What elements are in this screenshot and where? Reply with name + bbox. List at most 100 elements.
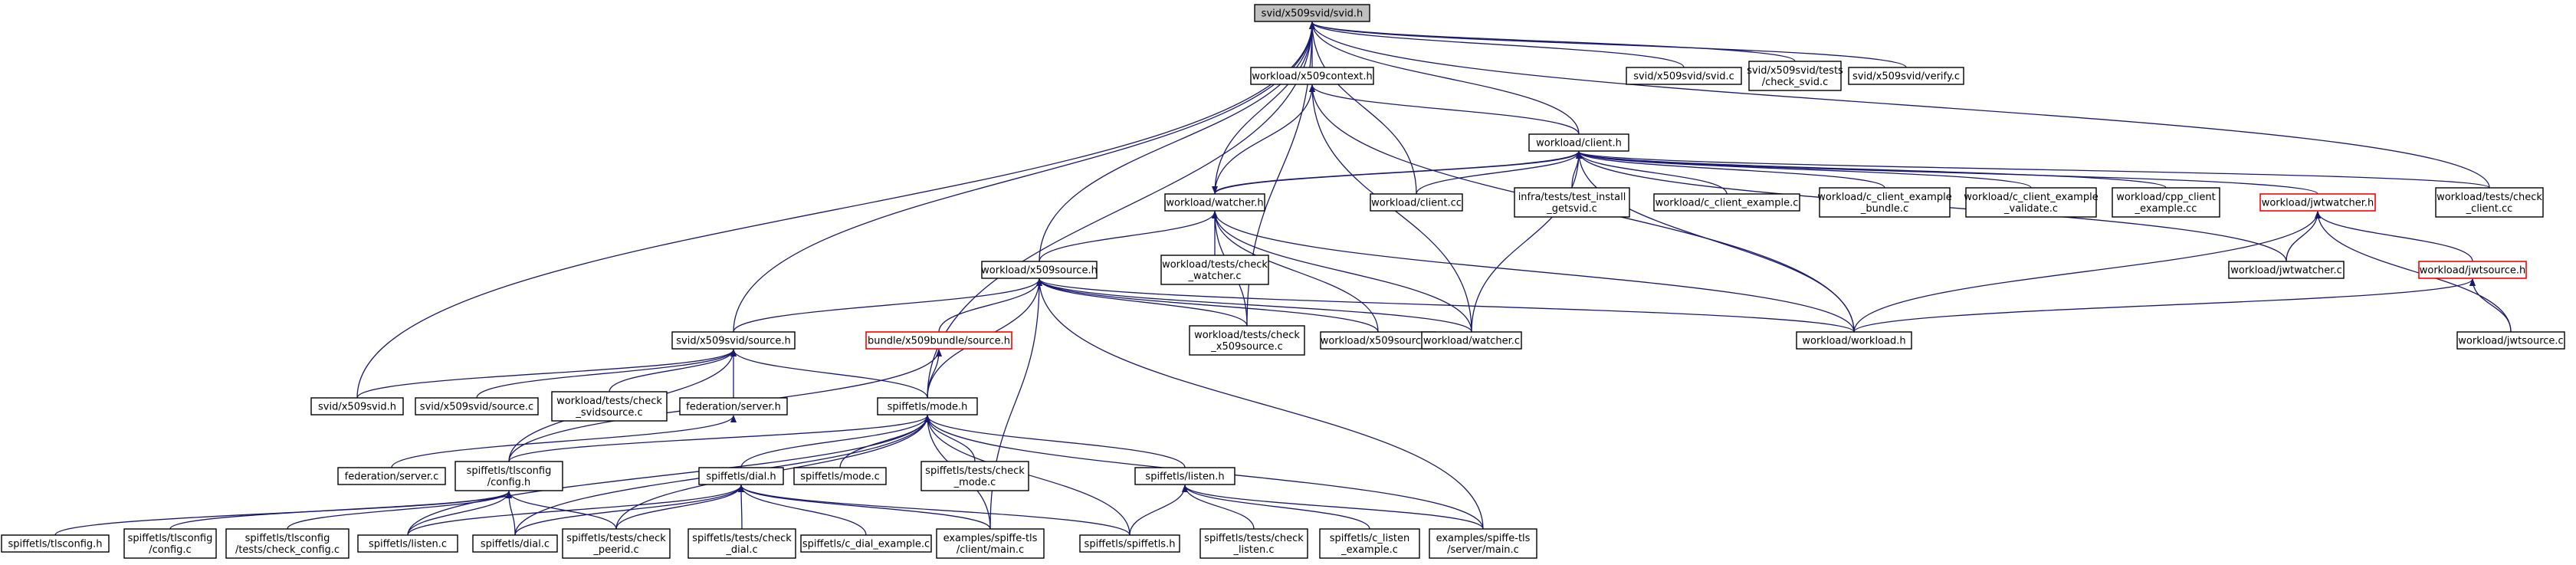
graph-node-workload-h[interactable]: workload/workload.h [1796,331,1912,350]
graph-node-bundle-source-h[interactable]: bundle/x509bundle/source.h [865,331,1012,350]
node-box [698,467,784,485]
edge-bundle-source-h-to-x509source-h [938,278,1042,333]
edge-check-client-cc-to-svid-h [1309,21,2490,189]
edge-check-svidsource-c-to-svid-source-h [609,349,737,393]
graph-node-check-config-c[interactable]: spiffetls/tlsconfig/tests/check_config.c [225,528,349,559]
node-label: _dial.c [725,544,757,556]
graph-node-listen-c[interactable]: spiffetls/listen.c [357,534,458,553]
graph-node-federation-server-c[interactable]: federation/server.c [337,467,446,485]
graph-node-tlsconfig-h[interactable]: spiffetls/tlsconfig.h [1,534,110,553]
graph-node-x509svid-h[interactable]: svid/x509svid.h [310,397,404,416]
node-box [1421,331,1522,350]
edge-listen-c-to-tlsconfig-config-h [407,491,512,536]
node-box [1250,67,1374,85]
node-label: spiffetls/tlsconfig [467,465,552,477]
edge-client-main-c-to-x509source-h [989,278,1042,530]
node-label: _svidsource.c [575,407,642,419]
edge-client-h-to-x509context-h [1309,84,1580,135]
graph-node-check-mode-c[interactable]: spiffetls/tests/check_mode.c [920,461,1029,491]
graph-node-mode-h[interactable]: spiffetls/mode.h [877,397,978,416]
graph-node-dial-c[interactable]: spiffetls/dial.c [472,534,558,553]
node-label: spiffetls/c_dial_example.c [802,539,930,550]
graph-node-svid-c[interactable]: svid/x509svid/svid.c [1626,67,1742,85]
node-label: /config.c [149,544,191,556]
edge-jwtsource-c-to-jwtsource-h [2469,278,2512,333]
graph-node-client-main-c[interactable]: examples/spiffe-tls/client/main.c [936,528,1045,559]
graph-node-dial-h[interactable]: spiffetls/dial.h [698,467,784,485]
node-box [123,528,217,559]
edge-server-main-c-to-listen-h [1182,485,1484,530]
edge-jwtsource-c-to-jwtwatcher-h [2315,211,2512,333]
graph-node-svid-source-h[interactable]: svid/x509svid/source.h [671,331,796,350]
graph-node-check-listen-c[interactable]: spiffetls/tests/check_listen.c [1199,528,1308,559]
graph-node-check-peerid-c[interactable]: spiffetls/tests/check_peerid.c [562,528,671,559]
edge-x509svid-h-to-svid-source-h [356,349,737,399]
node-label: /check_svid.c [1762,77,1829,88]
node-label: svid/x509svid/source.h [676,336,790,347]
graph-node-x509context-h[interactable]: workload/x509context.h [1250,67,1374,85]
edge-dial-c-to-dial-h [514,485,744,536]
node-label: federation/server.c [345,471,439,483]
node-box [1848,67,1964,85]
graph-node-tlsconfig-config-h[interactable]: spiffetls/tlsconfig/config.h [454,461,563,491]
edge-watcher-c-to-client-h [1471,151,1582,333]
node-box [1164,193,1265,212]
node-label: spiffetls/tests/check [566,533,666,544]
graph-node-listen-h[interactable]: spiffetls/listen.h [1134,467,1235,485]
node-label: _validate.c [2003,203,2058,215]
graph-node-server-main-c[interactable]: examples/spiffe-tls/server/main.c [1429,528,1537,559]
node-box [671,331,796,350]
graph-node-client-h[interactable]: workload/client.h [1528,133,1629,152]
graph-node-cpp-client[interactable]: workload/cpp_client_example.cc [2112,187,2220,218]
graph-node-check-dial-c[interactable]: spiffetls/tests/check_dial.c [687,528,796,559]
edge-watcher-h-to-svid-h [1214,21,1315,195]
node-box [920,461,1029,491]
graph-node-c-client-validate[interactable]: workload/c_client_example_validate.c [1964,187,2099,218]
node-label: workload/jwtsource.h [2420,265,2526,277]
node-label: workload/c_client_example [1964,192,2098,203]
graph-node-c-client-bundle[interactable]: workload/c_client_example_bundle.c [1817,187,1952,218]
graph-node-c-client-example[interactable]: workload/c_client_example.c [1653,193,1800,212]
node-label: /config.h [487,477,531,488]
graph-node-c-dial-example[interactable]: spiffetls/c_dial_example.c [800,534,932,553]
graph-node-check-x509source-c[interactable]: workload/tests/check_x509source.c [1189,325,1305,356]
graph-node-verify-c[interactable]: svid/x509svid/verify.c [1848,67,1964,85]
graph-node-check-svidsource-c[interactable]: workload/tests/check_svidsource.c [551,391,668,422]
graph-node-check-svid-c[interactable]: svid/x509svid/tests/check_svid.c [1747,61,1843,91]
node-label: workload/jwtsource.c [2458,336,2563,347]
graph-node-mode-c[interactable]: spiffetls/mode.c [793,467,887,485]
graph-node-svid-source-c[interactable]: svid/x509svid/source.c [415,397,539,416]
edge-jwtwatcher-h-to-client-h [1576,151,2318,195]
edge-watcher-h-to-x509context-h [1214,84,1315,195]
node-label: workload/workload.h [1802,336,1905,347]
graph-node-jwtsource-h[interactable]: workload/jwtsource.h [2418,261,2527,279]
node-box [454,461,563,491]
graph-node-test-install[interactable]: infra/tests/test_install_getsvid.c [1514,187,1630,218]
graph-node-tlsconfig-config-c[interactable]: spiffetls/tlsconfig/config.c [123,528,217,559]
graph-edges [54,21,2512,536]
edge-watcher-c-to-watcher-h [1212,211,1472,333]
node-label: federation/server.h [686,402,781,413]
graph-node-jwtwatcher-h[interactable]: workload/jwtwatcher.h [2259,193,2376,212]
graph-node-watcher-h[interactable]: workload/watcher.h [1164,193,1265,212]
graph-node-jwtsource-c[interactable]: workload/jwtsource.c [2456,331,2565,350]
node-label: spiffetls/mode.h [888,402,968,413]
graph-node-x509source-h[interactable]: workload/x509source.h [981,261,1098,279]
edge-client-cc-to-svid-h [1309,21,1417,195]
graph-node-check-client-cc[interactable]: workload/tests/check_client.cc [2435,187,2544,218]
edge-check-peerid-c-to-dial-h [615,485,744,530]
graph-node-watcher-c[interactable]: workload/watcher.c [1421,331,1522,350]
node-box [1528,133,1629,152]
graph-node-spiffetls-h[interactable]: spiffetls/spiffetls.h [1079,534,1180,553]
edge-workload-h-to-x509source-h [1036,278,1855,333]
graph-node-svid-h[interactable]: svid/x509svid/svid.h [1254,4,1370,22]
graph-node-client-cc[interactable]: workload/client.cc [1370,193,1463,212]
graph-node-x509source-c[interactable]: workload/x509source.c [1320,331,1436,350]
graph-node-c-listen-example[interactable]: spiffetls/c_listen_example.c [1319,528,1420,559]
graph-node-federation-server-h[interactable]: federation/server.h [679,397,788,416]
graph-node-jwtwatcher-c[interactable]: workload/jwtwatcher.c [2228,261,2345,279]
node-label: _x509source.c [1210,341,1282,353]
edge-dial-h-to-mode-h [740,415,930,468]
graph-node-check-watcher-c[interactable]: workload/tests/check_watcher.c [1160,255,1269,285]
node-box [1079,534,1180,553]
